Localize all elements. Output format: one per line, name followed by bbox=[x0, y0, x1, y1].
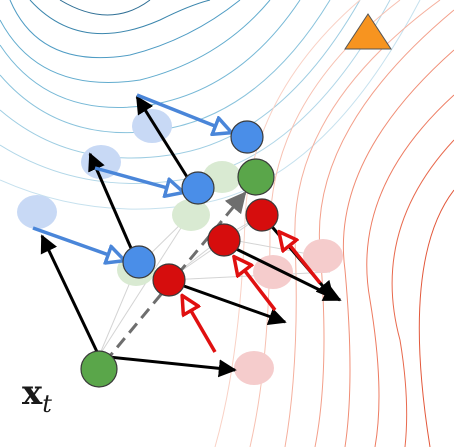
xt-label: xt bbox=[22, 376, 52, 416]
red-node-b bbox=[207, 223, 241, 257]
blue-node-c bbox=[230, 120, 264, 154]
xt-label-subscript: t bbox=[42, 389, 52, 418]
light-red-node-a bbox=[234, 351, 274, 385]
faded-nodes bbox=[17, 109, 343, 385]
xt-label-main: x bbox=[22, 373, 43, 413]
solid-nodes bbox=[80, 120, 279, 388]
triangle-marker-icon bbox=[344, 13, 392, 50]
light-blue-node-top bbox=[132, 109, 172, 143]
light-red-node-c bbox=[303, 239, 343, 273]
blue-node-a bbox=[122, 245, 156, 279]
blue-node-b bbox=[181, 171, 215, 205]
blue-arrows bbox=[32, 93, 230, 260]
green-node-start bbox=[80, 350, 118, 388]
red-node-c bbox=[245, 198, 279, 232]
light-green-node-b bbox=[172, 199, 210, 231]
red-node-a bbox=[152, 263, 186, 297]
light-blue-node-left bbox=[17, 195, 57, 229]
red-arrows bbox=[183, 233, 322, 353]
dashed-gray-arrow bbox=[103, 191, 247, 363]
green-node-end bbox=[237, 158, 275, 196]
